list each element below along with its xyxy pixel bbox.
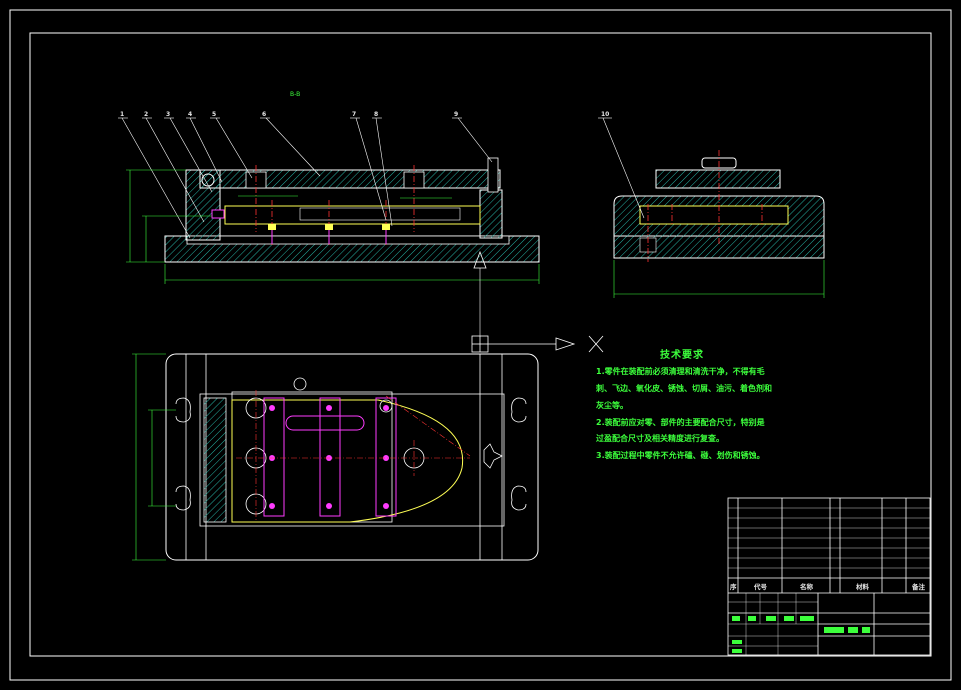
title-block-header: 代号 (754, 583, 767, 591)
part-number-4: 4 (188, 111, 192, 118)
title-block-header: 备注 (912, 583, 925, 591)
title-block-header: 名称 (800, 583, 813, 591)
part-number-2: 2 (144, 111, 148, 118)
tech-requirement-line: 1.零件在装配前必须清理和清洗干净，不得有毛 (596, 367, 765, 376)
right-upright (479, 189, 503, 239)
part-number-6: 6 (262, 111, 266, 118)
top-cover-plate (199, 169, 501, 189)
part-number-5: 5 (212, 111, 216, 118)
front-section-view: B-B (118, 91, 540, 336)
part-number-8: 8 (374, 111, 378, 118)
view-label: B-B (290, 91, 300, 98)
side-view: 10 (598, 111, 825, 298)
top-base-outline (165, 353, 539, 561)
projection-symbol (471, 335, 604, 353)
front-dimensions (126, 169, 540, 284)
title-block-header: 序 (730, 583, 737, 591)
workpiece-outline (231, 399, 464, 523)
tech-requirements-title: 技术要求 (660, 350, 704, 361)
hole-markers (263, 397, 397, 517)
top-dimensions (132, 353, 176, 561)
slot-clamps (175, 397, 527, 511)
part-number-10: 10 (601, 111, 609, 118)
top-view (132, 353, 539, 561)
outer-frame (9, 9, 952, 681)
part-number-3: 3 (166, 111, 170, 118)
title-block (727, 497, 931, 656)
title-block-stamps (732, 616, 870, 653)
part-number-9: 9 (454, 111, 458, 118)
tech-requirement-line: 过盈配合尺寸及相关精度进行复查。 (596, 434, 724, 443)
inner-frame (29, 32, 932, 657)
part-number-7: 7 (352, 111, 356, 118)
side-dimensions (613, 260, 825, 298)
tech-requirement-line: 灰尘等。 (596, 401, 628, 410)
tech-requirement-line: 刺、飞边、氧化皮、锈蚀、切屑、油污、着色剂和 (596, 384, 772, 393)
title-block-rows (728, 507, 930, 655)
tech-requirement-line: 2.装配前应对零、部件的主要配合尺寸，特别是 (596, 418, 765, 427)
title-block-header: 材料 (856, 583, 869, 591)
tech-requirement-line: 3.装配过程中零件不允许磕、碰、划伤和锈蚀。 (596, 451, 765, 460)
part-number-1: 1 (120, 111, 124, 118)
